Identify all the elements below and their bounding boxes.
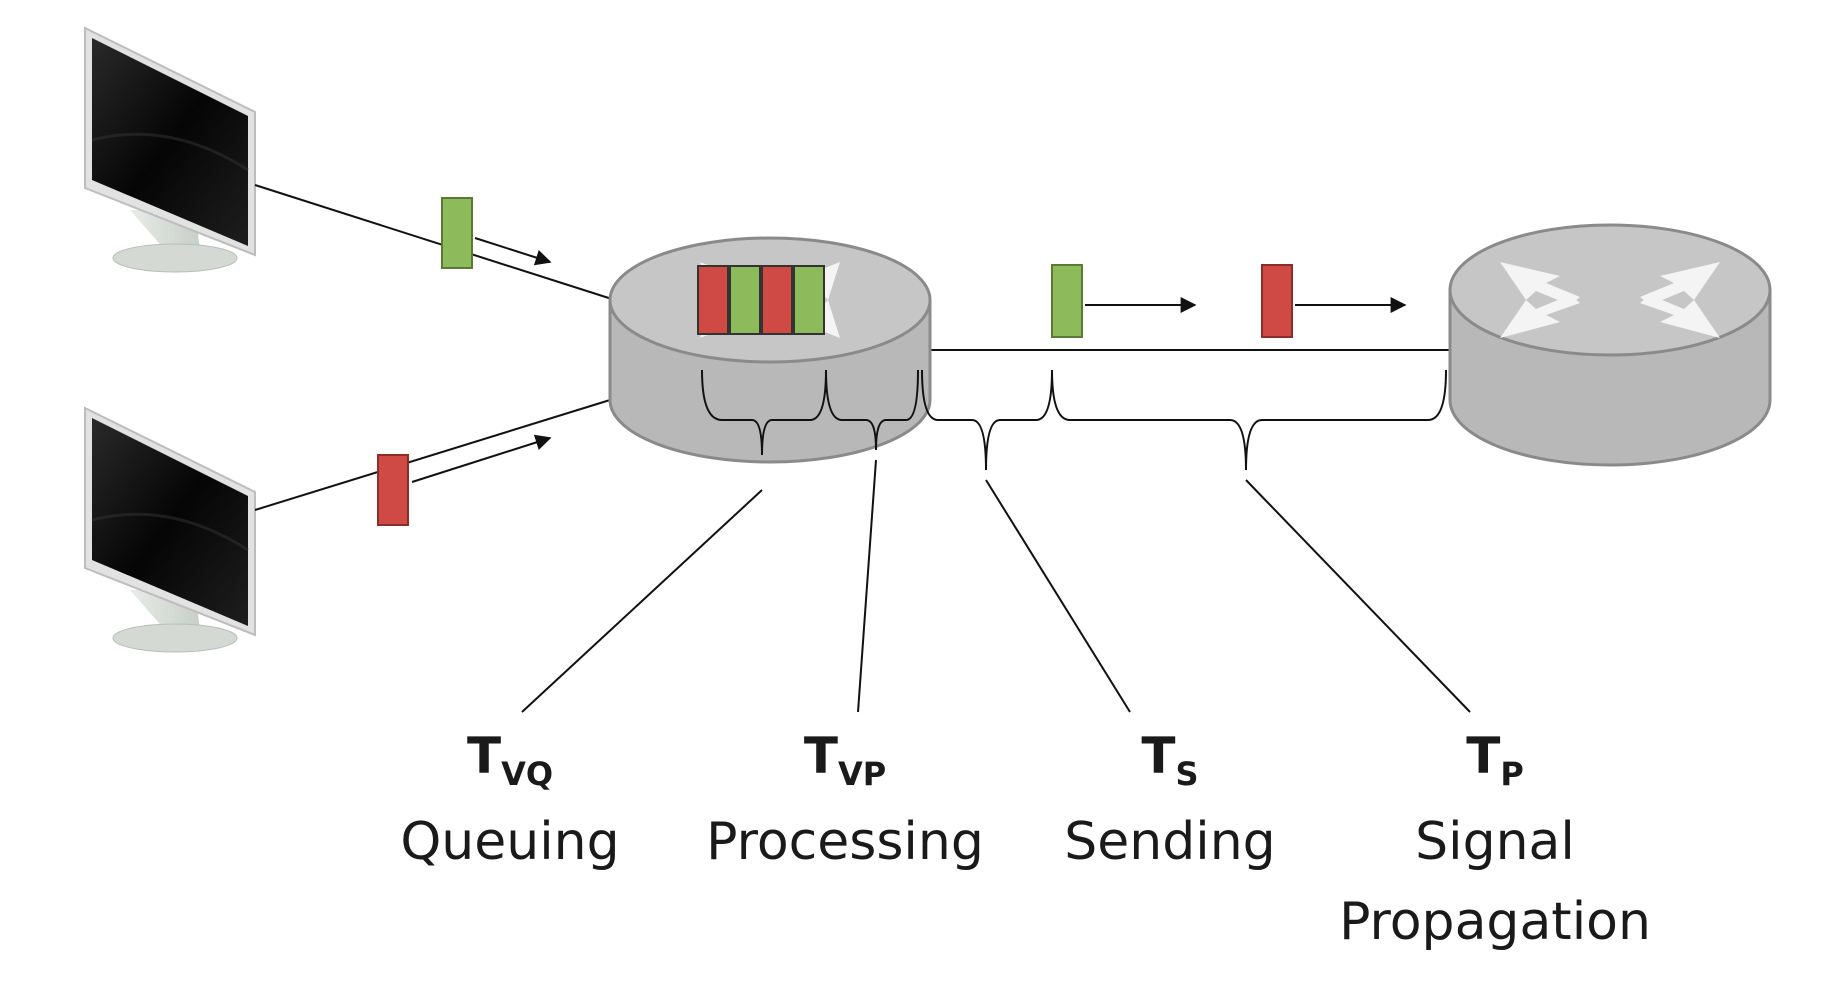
- label-propagation: TP Signal Propagation: [1320, 728, 1670, 962]
- packet-green: [1051, 264, 1083, 338]
- subscript: VP: [837, 755, 887, 793]
- brace-processing: [825, 369, 919, 451]
- label-text: Signal: [1415, 812, 1575, 872]
- subscript: P: [1500, 755, 1524, 793]
- queue-packet-green: [729, 265, 761, 335]
- packet-green: [441, 197, 473, 269]
- router-icon: [1448, 223, 1772, 467]
- label-text: Queuing: [400, 812, 620, 872]
- arrow: [474, 237, 552, 266]
- subscript: VQ: [501, 755, 554, 793]
- label-text: Sending: [1064, 812, 1276, 872]
- monitor-icon: [84, 26, 256, 273]
- label-text: Processing: [706, 812, 984, 872]
- symbol: T: [466, 727, 502, 785]
- queue-packet-red: [697, 265, 729, 335]
- leader-queuing: [521, 489, 763, 713]
- link-line: [254, 399, 611, 511]
- monitor-icon: [84, 406, 256, 653]
- label-queuing: TVQ Queuing: [385, 728, 635, 882]
- label-sending: TS Sending: [1040, 728, 1300, 882]
- subscript: S: [1175, 755, 1199, 793]
- symbol: T: [1141, 727, 1176, 785]
- symbol: T: [803, 727, 838, 785]
- link-line: [254, 184, 616, 301]
- brace-propagation: [1051, 369, 1447, 471]
- symbol: T: [1466, 727, 1501, 785]
- label-processing: TVP Processing: [690, 728, 1000, 882]
- label-text-2: Propagation: [1339, 892, 1651, 952]
- arrow: [411, 434, 552, 483]
- brace-sending: [921, 369, 1053, 471]
- leader-sending: [985, 479, 1131, 713]
- leader-propagation: [1245, 479, 1471, 713]
- queue-packet-green: [793, 265, 825, 335]
- brace-queuing: [701, 369, 827, 456]
- packet-red: [1261, 264, 1293, 338]
- router-icon: [608, 236, 932, 464]
- packet-red: [377, 454, 409, 526]
- queue-packet-red: [761, 265, 793, 335]
- leader-processing: [857, 459, 877, 713]
